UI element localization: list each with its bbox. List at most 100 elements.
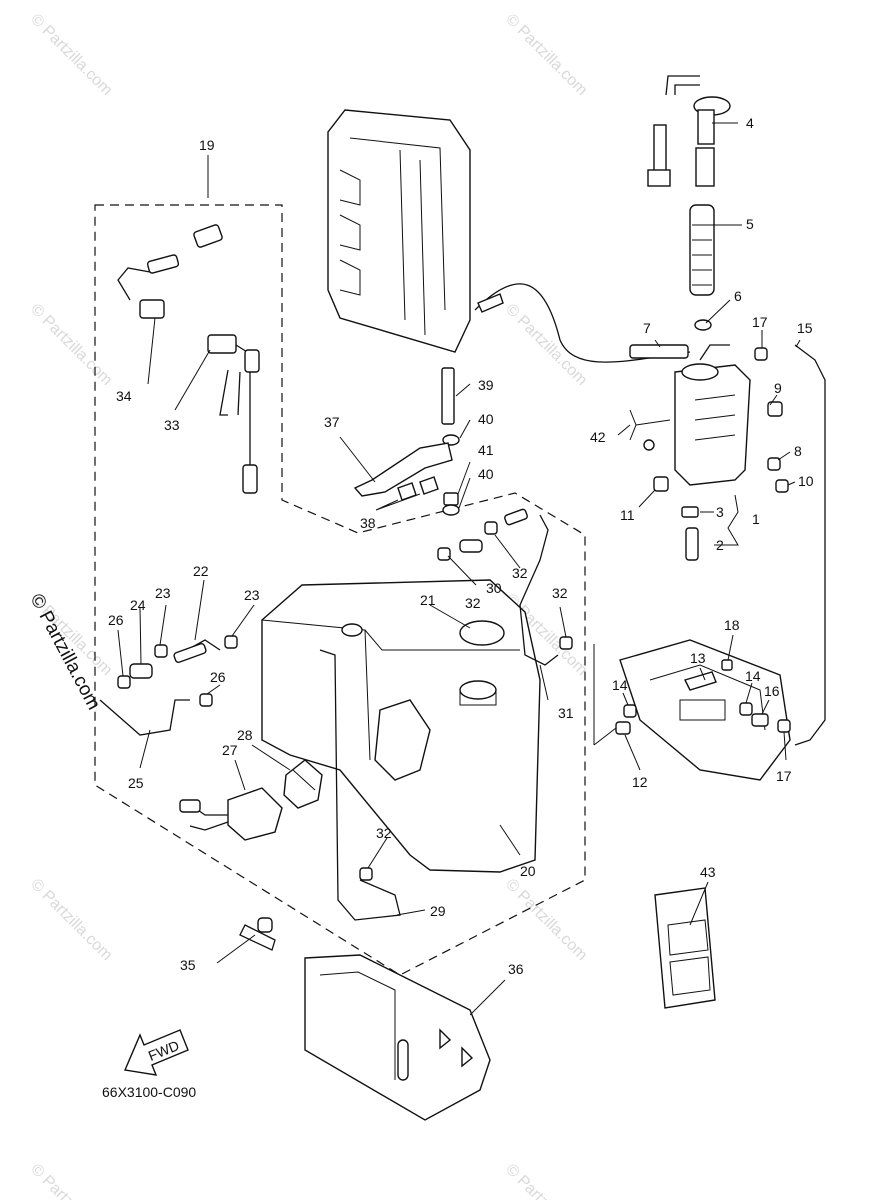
callout-42: 42 — [590, 429, 606, 445]
watermark: © Partzilla.com — [27, 11, 115, 99]
leader-lines — [117, 122, 801, 1016]
callout-layer: 1 2 3 4 5 6 7 8 9 10 11 12 13 14 14 15 1… — [108, 115, 814, 977]
engine-block-section — [619, 639, 791, 781]
clip-32d — [359, 867, 373, 881]
watermark: © Partzilla.com — [27, 876, 115, 964]
callout-20: 20 — [520, 863, 536, 879]
callout-31: 31 — [558, 705, 574, 721]
oil-tank-cap — [459, 620, 505, 646]
callout-32b: 32 — [512, 565, 528, 581]
wire-harness — [117, 224, 260, 494]
bracket-37 — [353, 442, 453, 497]
part-42 — [629, 409, 671, 441]
hose-31 — [519, 514, 559, 666]
clip-17-upper — [754, 347, 768, 361]
joint-30 — [459, 539, 483, 553]
breather-hose — [474, 283, 691, 363]
callout-33: 33 — [164, 417, 180, 433]
clip-11 — [643, 439, 655, 451]
hose-end — [504, 508, 528, 526]
bracket-36 — [304, 954, 491, 1121]
clip-26 — [117, 675, 131, 689]
callout-27: 27 — [222, 742, 238, 758]
callout-4: 4 — [746, 115, 754, 131]
hose-connector — [477, 293, 504, 313]
fitting-12 — [615, 721, 631, 735]
callout-6: 6 — [734, 288, 742, 304]
clip-32c — [559, 636, 573, 650]
callout-25: 25 — [128, 775, 144, 791]
hose-15 — [794, 344, 826, 746]
callout-37: 37 — [324, 414, 340, 430]
callout-22: 22 — [193, 563, 209, 579]
watermark: © Partzilla.com — [502, 11, 590, 99]
callout-5: 5 — [746, 216, 754, 232]
callout-14b: 14 — [745, 668, 761, 684]
oil-strainer — [689, 204, 715, 331]
main-oil-tank — [261, 579, 541, 873]
hose-25 — [99, 699, 190, 736]
oil-level-sensor — [647, 75, 731, 187]
assembly-boundary — [94, 204, 586, 976]
callout-43: 43 — [700, 864, 716, 880]
fitting-9 — [767, 401, 783, 417]
fitting-8 — [767, 457, 781, 471]
callout-36: 36 — [508, 961, 524, 977]
clip-14a — [623, 704, 637, 718]
callout-11: 11 — [620, 507, 635, 523]
callout-14a: 14 — [612, 677, 628, 693]
drawing-code: 66X3100-C090 — [102, 1084, 196, 1100]
callout-26a: 26 — [108, 612, 124, 628]
callout-40a: 40 — [478, 411, 494, 427]
hose-22-body — [173, 642, 207, 664]
clip-17b — [777, 719, 791, 733]
callout-40b: 40 — [478, 466, 494, 482]
fwd-arrow: FWD — [124, 1029, 189, 1076]
callout-23a: 23 — [155, 585, 171, 601]
callout-12: 12 — [632, 774, 648, 790]
clip-3 — [681, 506, 699, 518]
bolt-10 — [775, 479, 789, 493]
callout-1: 1 — [752, 511, 760, 527]
callout-18: 18 — [724, 617, 740, 633]
watermark: © Partzilla.com — [27, 1161, 115, 1200]
callout-9: 9 — [774, 380, 782, 396]
joint-24 — [129, 663, 153, 679]
hose-29 — [319, 649, 401, 921]
sub-oil-tank — [674, 344, 751, 486]
callout-21: 21 — [420, 592, 436, 608]
watermark: © Partzilla.com — [502, 876, 590, 964]
callout-26b: 26 — [210, 669, 226, 685]
fitting-16 — [751, 713, 769, 727]
callout-29: 29 — [430, 903, 446, 919]
callout-17b: 17 — [776, 768, 792, 784]
callout-24: 24 — [130, 597, 146, 613]
callout-28: 28 — [237, 727, 253, 743]
callout-34: 34 — [116, 388, 132, 404]
callout-2: 2 — [716, 537, 724, 553]
clip-18 — [721, 659, 733, 671]
callout-32c: 32 — [552, 585, 568, 601]
callout-15: 15 — [797, 320, 813, 336]
fitting-11 — [653, 476, 669, 492]
callout-32d: 32 — [376, 825, 392, 841]
callout-32a: 32 — [465, 595, 481, 611]
callout-23b: 23 — [244, 587, 260, 603]
hose-7 — [629, 344, 689, 359]
pipe-2 — [685, 527, 699, 561]
oil-filter — [283, 759, 323, 809]
caution-label-43 — [654, 887, 716, 1009]
watermark: © Partzilla.com — [502, 1161, 590, 1200]
callout-19: 19 — [199, 137, 215, 153]
bolt-39 — [441, 367, 455, 425]
damper-38 — [397, 482, 417, 501]
washer-40-lower — [442, 504, 460, 516]
callout-38: 38 — [360, 515, 376, 531]
watermark: © Partzilla.com — [27, 301, 115, 389]
engine-cover — [327, 109, 471, 353]
callout-7: 7 — [643, 320, 651, 336]
clip-32b — [484, 521, 498, 535]
clip-14b — [739, 702, 753, 716]
callout-41: 41 — [478, 442, 494, 458]
